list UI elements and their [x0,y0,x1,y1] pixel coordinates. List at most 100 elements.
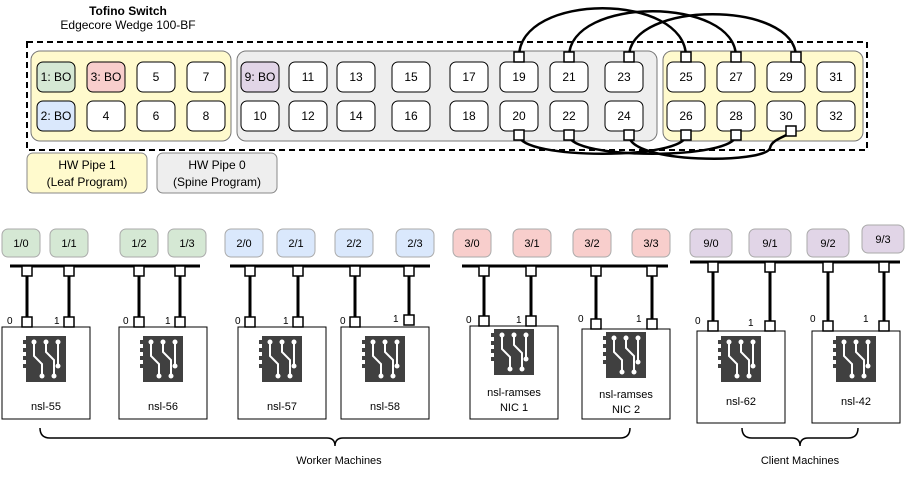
switch-port-29: 29 [766,61,806,93]
worker-brace [39,427,631,447]
breakout-label: 1/1 [61,238,76,250]
breakout-label: 2/1 [288,238,303,250]
group-braces [39,427,859,447]
loopback-cables-top [517,7,798,58]
switch-port-32: 32 [816,100,856,132]
port-number: 0 [7,316,13,327]
client-brace [741,427,859,447]
pipe-1-region-right [662,50,864,142]
switch-port-22: 22 [549,100,589,132]
port-label: 9: BO [245,70,276,84]
switch-subtitle: Edgecore Wedge 100-BF [60,18,195,32]
switch-port-2: 2: BO [36,100,76,132]
switch-port-13: 13 [336,61,376,93]
port-number: 0 [578,314,584,325]
port-label: 8 [203,109,210,123]
cable-19-25 [517,7,688,58]
port-label: 11 [302,70,315,84]
port-number: 0 [340,316,346,327]
pipe-legend-spine-line1: HW Pipe 0 [188,158,246,172]
cable-23-29 [627,13,798,58]
switch-port-27: 27 [716,61,756,93]
port-label: 32 [829,109,843,123]
switch-port-6: 6 [136,100,176,132]
loopback-connectors-bottom [513,125,797,141]
pipe-legend-leaf-line1: HW Pipe 1 [58,158,116,172]
switch-port-24: 24 [604,100,644,132]
switch-port-19: 19 [499,61,539,93]
switch-port-17: 17 [449,61,489,93]
nic-icon [833,336,876,382]
breakout-2-2: 2/2 [334,228,374,258]
client-machines-label: Client Machines [761,455,840,467]
switch-title: Tofino Switch [89,4,167,18]
switch-port-18: 18 [449,100,489,132]
nic-icon [140,336,183,382]
breakout-9-1: 9/1 [748,228,792,258]
bus-connectors [21,261,890,277]
breakout-label: 2/3 [407,238,422,250]
breakout-label: 2/0 [236,238,251,250]
port-number: 0 [810,314,816,325]
port-label: 19 [512,70,526,84]
machine-name-line2: NIC 2 [612,404,640,416]
port-label: 13 [349,70,363,84]
switch-port-12: 12 [288,100,328,132]
port-number: 0 [695,316,701,327]
switch-port-31: 31 [816,61,856,93]
port-label: 10 [253,109,267,123]
breakout-2-1: 2/1 [276,228,316,258]
pipe-legend-leaf-line2: (Leaf Program) [47,175,128,189]
nic-icon [259,336,302,382]
machine-name: nsl-42 [841,396,871,408]
port-number: 1 [748,318,754,329]
breakout-label: 3/1 [524,238,539,250]
port-number: 1 [54,316,60,327]
switch-port-21: 21 [549,61,589,93]
breakout-9-2: 9/2 [806,228,850,258]
breakout-2-3: 2/3 [395,228,435,258]
nic-icon [362,336,405,382]
breakout-label: 9/1 [762,238,777,250]
nic-icon [603,332,646,378]
pipe-1-region-left [30,50,232,142]
breakout-2-0: 2/0 [224,228,264,258]
breakout-label: 2/2 [346,238,361,250]
port-label: 24 [617,109,631,123]
breakout-3-1: 3/1 [512,228,552,258]
breakout-bus-lines [10,260,900,268]
cable-20-26 [517,134,688,155]
switch-port-26: 26 [666,100,706,132]
port-label: 2: BO [41,109,72,123]
switch-port-14: 14 [336,100,376,132]
switch-port-8: 8 [186,100,226,132]
switch-port-1: 1: BO [36,61,76,93]
machine-names: nsl-55 nsl-56 nsl-57 nsl-58 nsl-ramses N… [31,387,871,416]
switch-port-15: 15 [391,61,431,93]
nic-icon [491,329,534,375]
port-label: 1: BO [41,70,72,84]
machine-name: nsl-ramses [487,387,541,399]
switch-port-5: 5 [136,61,176,93]
switch-port-11: 11 [288,61,328,93]
nic-port-connectors [21,314,890,332]
nic-cables [25,269,886,324]
port-number: 1 [636,314,642,325]
port-number: 0 [235,316,241,327]
breakout-label: 1/3 [179,238,194,250]
breakout-3-2: 3/2 [572,228,612,258]
breakout-9-3: 9/3 [861,224,905,254]
port-number: 1 [165,316,171,327]
pipe-legend-spine-line2: (Spine Program) [173,175,261,189]
nic-icons [23,329,876,382]
port-label: 12 [301,109,315,123]
port-number: 0 [466,315,472,326]
nic-icon [23,336,66,382]
port-label: 26 [679,109,693,123]
switch-port-10: 10 [240,100,280,132]
machine-name: nsl-56 [148,401,178,413]
port-label: 17 [462,70,476,84]
port-label: 21 [562,70,576,84]
switch-port-9: 9: BO [240,61,280,93]
breakout-label: 3/0 [464,238,479,250]
